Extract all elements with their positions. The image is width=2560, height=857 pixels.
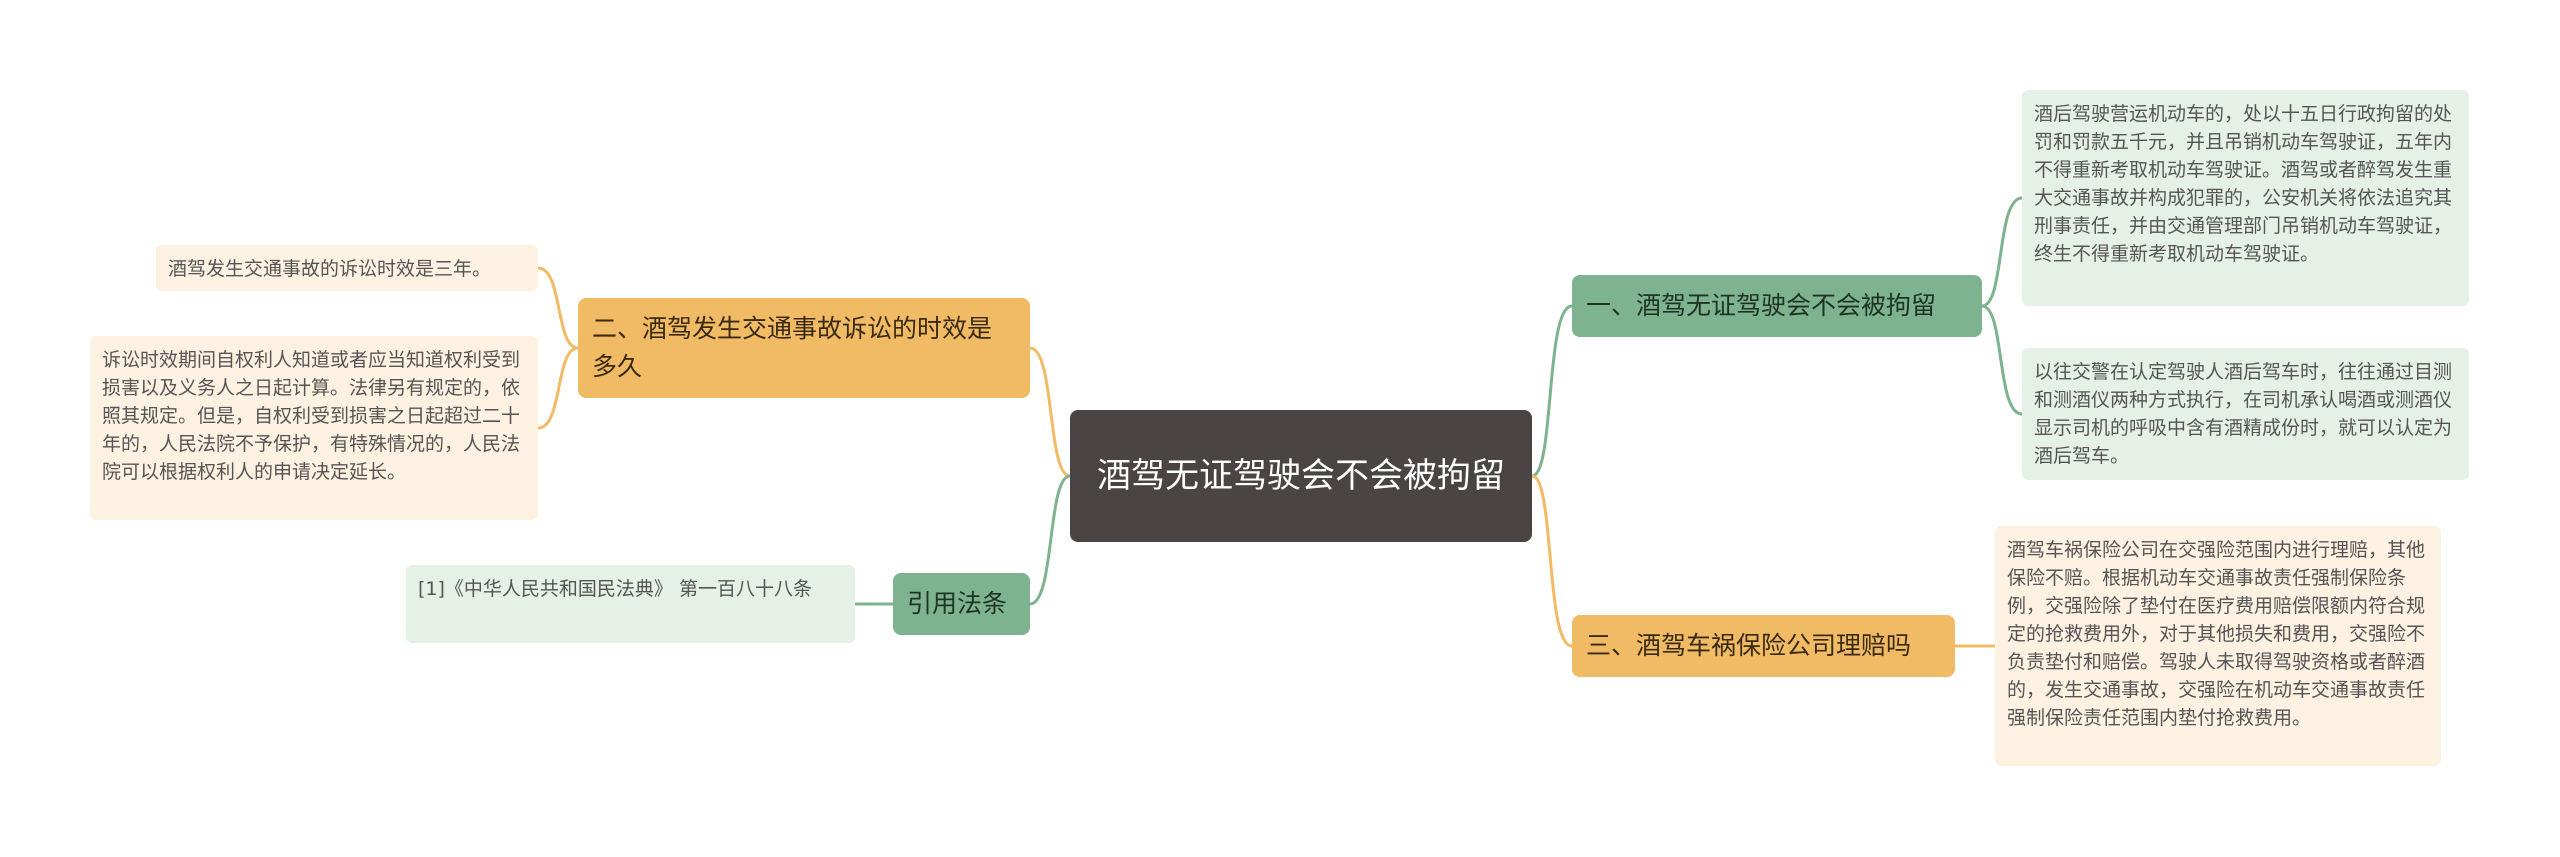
leaf-node-3-text: 酒驾车祸保险公司在交强险范围内进行理赔，其他保险不赔。根据机动车交通事故责任强制…: [2007, 539, 2426, 729]
branch-node-4[interactable]: 引用法条: [893, 573, 1030, 635]
branch-node-3-label: 三、酒驾车祸保险公司理赔吗: [1586, 631, 1912, 660]
connector-center-b1: [1531, 304, 1573, 478]
branch-node-3[interactable]: 三、酒驾车祸保险公司理赔吗: [1572, 615, 1955, 677]
connector-center-b3: [1531, 474, 1573, 648]
connector-center-b2: [1029, 346, 1071, 478]
leaf-node-4-text: 酒驾发生交通事故的诉讼时效是三年。: [168, 258, 492, 280]
leaf-node-6-text: [1]《中华人民共和国民法典》 第一百八十八条: [418, 578, 812, 600]
connector-b2-l5: [537, 346, 579, 430]
leaf-node-2-text: 以往交警在认定驾驶人酒后驾车时，往往通过目测和测酒仪两种方式执行，在司机承认喝酒…: [2034, 361, 2453, 467]
leaf-node-1-text: 酒后驾驶营运机动车的，处以十五日行政拘留的处罚和罚款五千元，并且吊销机动车驾驶证…: [2034, 103, 2453, 265]
leaf-node-2[interactable]: 以往交警在认定驾驶人酒后驾车时，往往通过目测和测酒仪两种方式执行，在司机承认喝酒…: [2022, 348, 2469, 480]
branch-node-1-label: 一、酒驾无证驾驶会不会被拘留: [1586, 291, 1937, 320]
leaf-node-4[interactable]: 酒驾发生交通事故的诉讼时效是三年。: [156, 245, 538, 291]
branch-node-4-label: 引用法条: [907, 589, 1008, 618]
connector-b1-l2: [1981, 304, 2023, 416]
leaf-node-1[interactable]: 酒后驾驶营运机动车的，处以十五日行政拘留的处罚和罚款五千元，并且吊销机动车驾驶证…: [2022, 90, 2469, 306]
connector-b1-l1: [1981, 196, 2023, 308]
leaf-node-6[interactable]: [1]《中华人民共和国民法典》 第一百八十八条: [406, 565, 855, 643]
leaf-node-5-text: 诉讼时效期间自权利人知道或者应当知道权利受到损害以及义务人之日起计算。法律另有规…: [102, 349, 521, 483]
central-topic[interactable]: 酒驾无证驾驶会不会被拘留: [1070, 410, 1532, 542]
branch-node-2[interactable]: 二、酒驾发生交通事故诉讼的时效是多久: [578, 298, 1030, 398]
leaf-node-5[interactable]: 诉讼时效期间自权利人知道或者应当知道权利受到损害以及义务人之日起计算。法律另有规…: [90, 336, 538, 520]
connector-center-b4: [1029, 474, 1071, 606]
connector-b2-l4: [537, 266, 579, 350]
central-topic-label: 酒驾无证驾驶会不会被拘留: [1097, 456, 1505, 496]
branch-node-2-label: 二、酒驾发生交通事故诉讼的时效是多久: [592, 314, 993, 381]
branch-node-1[interactable]: 一、酒驾无证驾驶会不会被拘留: [1572, 275, 1982, 337]
leaf-node-3[interactable]: 酒驾车祸保险公司在交强险范围内进行理赔，其他保险不赔。根据机动车交通事故责任强制…: [1995, 526, 2441, 766]
